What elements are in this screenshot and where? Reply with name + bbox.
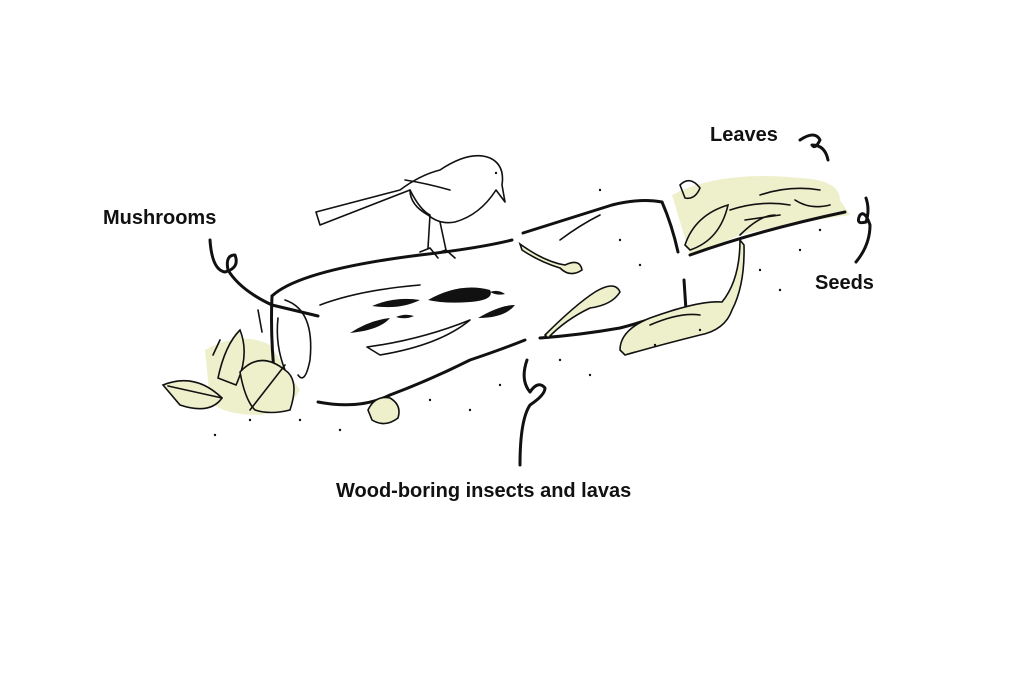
mushrooms-pointer xyxy=(208,238,320,318)
tunnel-top xyxy=(518,241,583,275)
label-leaves: Leaves xyxy=(710,124,778,146)
leaf-pile xyxy=(161,309,295,414)
leaves-pointer xyxy=(798,133,830,162)
larva-tunnel-right xyxy=(619,237,745,356)
log xyxy=(270,199,688,407)
insects-pointer xyxy=(518,358,547,467)
larva-egg xyxy=(367,396,400,425)
label-insects: Wood-boring insects and lavas xyxy=(336,480,632,502)
speckles xyxy=(213,188,822,437)
leaf-litter-highlight xyxy=(672,176,850,255)
leaf-litter xyxy=(679,179,847,257)
label-mushrooms: Mushrooms xyxy=(103,207,217,229)
seeds-pointer xyxy=(854,196,872,264)
bird xyxy=(315,154,506,259)
larva-tunnel xyxy=(543,285,621,340)
label-seeds: Seeds xyxy=(815,272,874,294)
